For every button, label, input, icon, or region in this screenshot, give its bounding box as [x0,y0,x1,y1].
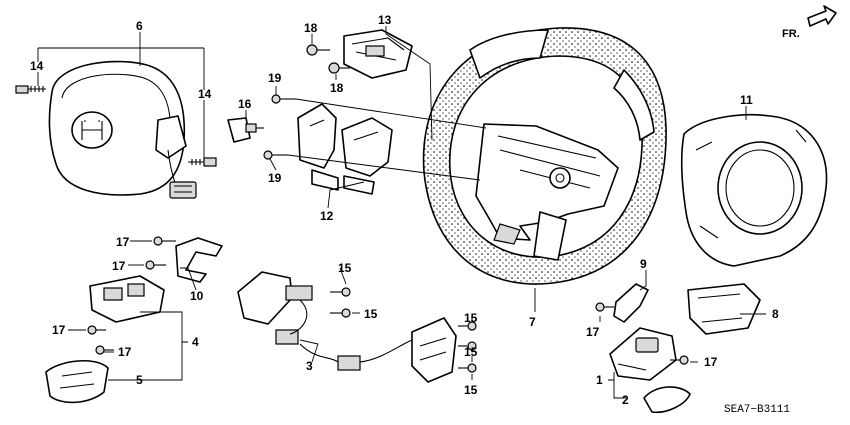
switch-cover-2 [643,386,691,414]
callout-17: 17 [586,325,600,339]
callout-10: 10 [190,289,204,303]
steering-wheel [422,27,667,285]
callout-8: 8 [772,307,779,321]
callout-9: 9 [640,257,647,271]
callout-4: 4 [192,335,199,349]
callout-15: 15 [464,311,478,325]
switch-assembly-13 [343,29,413,79]
callout-14: 14 [198,87,212,101]
screw-15-a [330,287,351,297]
callout-15: 15 [364,307,378,321]
switch-assembly-4 [89,275,165,323]
bolt-14-left [15,85,46,94]
bolt-18-lower [328,62,350,74]
callout-13: 13 [378,13,392,27]
callout-11: 11 [740,93,753,107]
screw-17-b [145,260,166,270]
callout-19: 19 [268,171,282,185]
callout-18: 18 [304,21,318,35]
screw-17-e [595,302,614,312]
bracket-9 [613,283,649,323]
screw-19-lower [263,150,288,160]
rear-cover-11 [681,114,828,267]
screw-17-f [670,355,689,365]
switch-assembly-1 [609,327,677,381]
bolt-18-upper [306,44,330,56]
direction-label: FR. [782,28,800,40]
callout-17: 17 [704,355,718,369]
callout-15: 15 [338,261,352,275]
bracket-10 [175,237,223,283]
screw-15-b [330,308,351,318]
callout-17: 17 [112,259,126,273]
screw-15-e [458,363,477,373]
callout-1: 1 [596,373,603,387]
callout-17: 17 [118,345,132,359]
callout-7: 7 [529,315,536,329]
callout-15: 15 [464,345,478,359]
callout-2: 2 [622,393,629,407]
callout-15: 15 [464,383,478,397]
callout-18: 18 [330,81,344,95]
screw-17-c [87,325,106,335]
callout-17: 17 [52,323,66,337]
screw-15-c [458,321,477,331]
bolt-16 [227,117,264,143]
screw-19-upper [271,94,296,104]
callout-17: 17 [116,235,130,249]
callout-3: 3 [306,359,313,373]
callout-5: 5 [136,373,143,387]
leader-lines [37,26,766,399]
callout-16: 16 [238,97,252,111]
bolt-14-right [188,157,217,167]
screw-17-a [153,236,176,246]
screw-17-d [95,345,114,355]
bracket-12 [297,103,393,195]
front-direction-arrow: FR. [782,5,837,40]
callout-14: 14 [30,59,44,73]
callout-6: 6 [136,19,143,33]
lower-cover-8 [687,283,761,335]
callout-12: 12 [320,209,334,223]
part-code: SEA7−B3111 [724,404,790,416]
airbag-module [48,60,197,199]
callout-19: 19 [268,71,282,85]
wire-harness-3 [237,271,457,383]
screw-15-d [458,341,477,351]
switch-cover-5 [45,359,109,404]
callout-labels: 6 14 14 16 13 18 18 19 19 12 7 11 8 9 17… [30,13,779,407]
